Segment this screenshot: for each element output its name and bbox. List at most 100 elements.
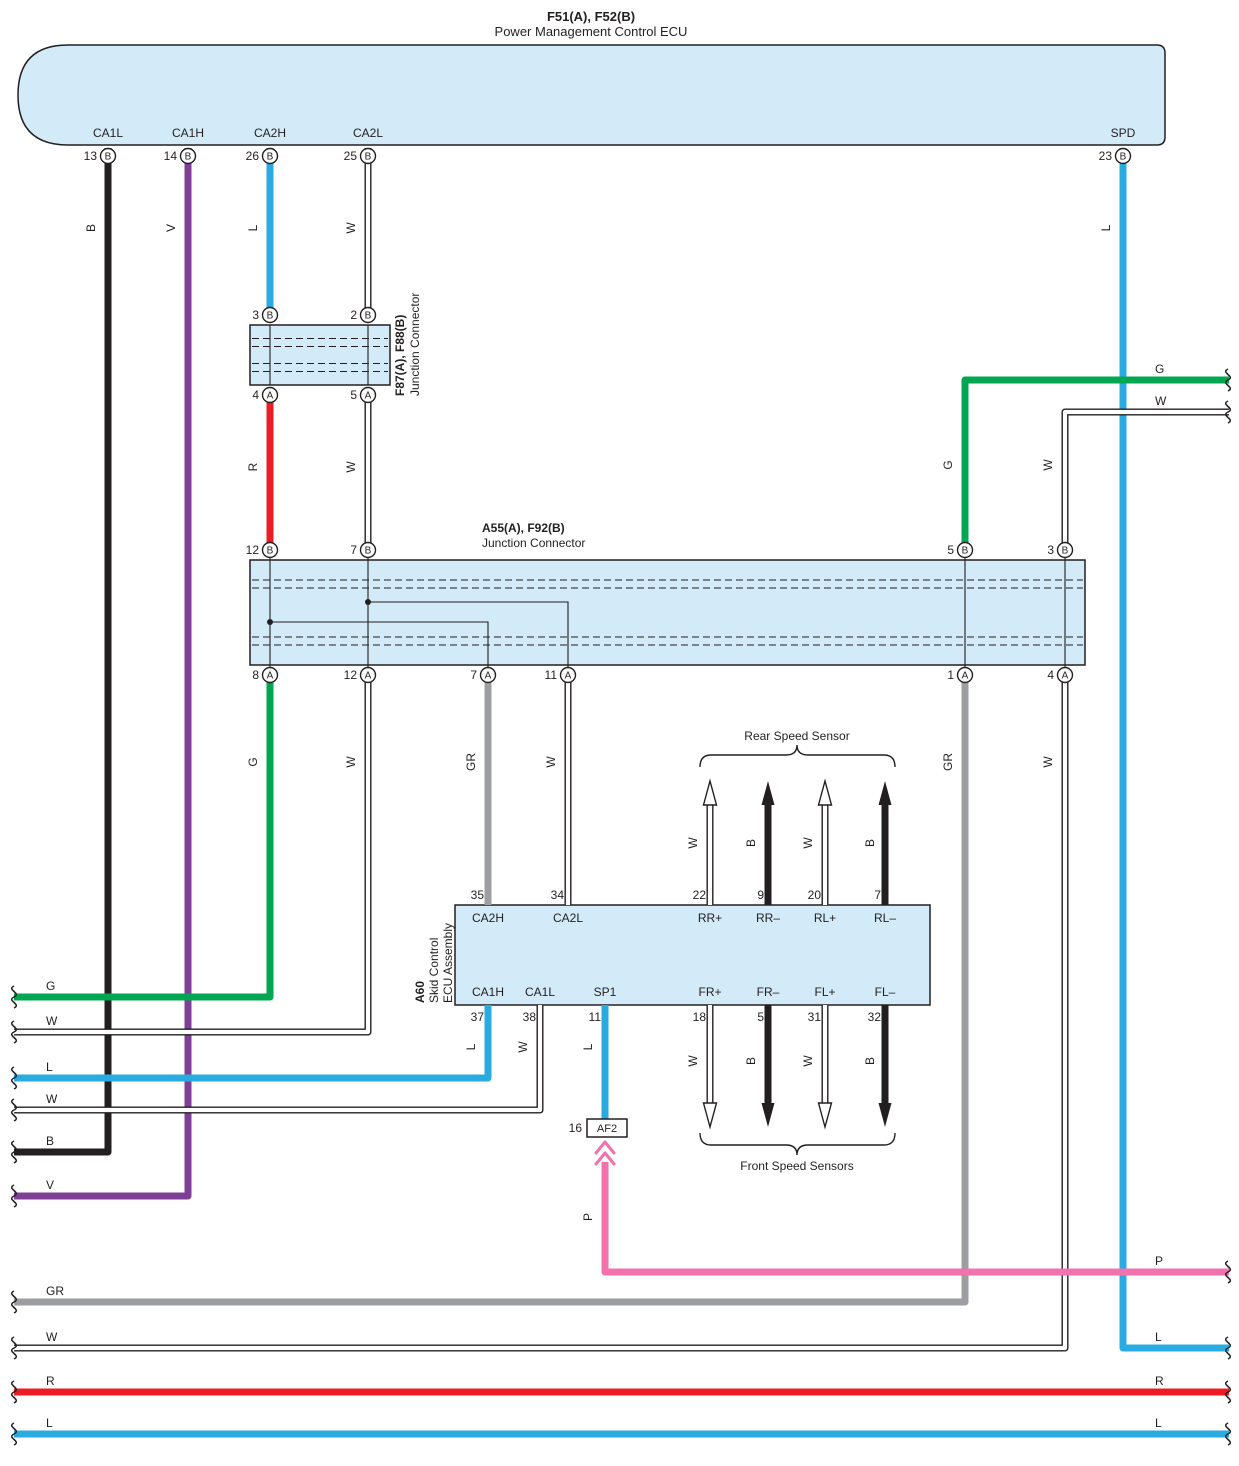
pin-circle-jc-small-4a xyxy=(261,386,279,404)
jc-small-label: F87(A), F88(B) Junction Connector xyxy=(393,293,422,396)
edge-wire-label: L xyxy=(1155,1330,1162,1344)
pin-circle-jc-large-11a xyxy=(559,666,577,684)
pin-label: CA2H xyxy=(254,126,286,140)
wire-color-label: B xyxy=(863,1057,877,1065)
edge-wire-label: R xyxy=(1155,1374,1164,1388)
pin-connector-letter: A xyxy=(485,671,492,682)
wire-w-left xyxy=(14,675,371,1035)
pin-label: FL– xyxy=(875,985,896,999)
edge-wire-label: V xyxy=(46,1178,54,1192)
wire-color-label: L xyxy=(581,1043,595,1050)
wire-w-ca1l-skid xyxy=(14,1005,543,1113)
pin-connector-letter: A xyxy=(267,391,274,402)
wire-color-label: W xyxy=(544,756,558,768)
pin-connector-letter: B xyxy=(365,152,372,163)
pin-label: FR– xyxy=(757,985,780,999)
pin-number: 7 xyxy=(874,888,881,902)
front-sensor-brace xyxy=(699,1132,896,1156)
edge-wire-label: GR xyxy=(46,1284,64,1298)
pin-label: CA1L xyxy=(93,126,123,140)
jc-large-box xyxy=(249,559,1086,666)
wire-color-label: P xyxy=(581,1213,595,1221)
pin-label: CA1H xyxy=(172,126,204,140)
pin-circle-jc-large-7b xyxy=(359,541,377,559)
pin-number: 38 xyxy=(523,1010,537,1024)
pm-ecu-code: F51(A), F52(B) xyxy=(547,9,635,24)
pin-label: CA2L xyxy=(353,126,383,140)
wire-w-right-up xyxy=(1062,409,1229,550)
pin-connector-letter: A xyxy=(267,671,274,682)
pin-circle-jc-small-5a xyxy=(359,386,377,404)
wire-color-label: W xyxy=(1041,459,1055,471)
front-sensor-arrow xyxy=(761,1103,775,1127)
edge-wire-label: R xyxy=(46,1374,55,1388)
rear-speed-sensor-label: Rear Speed Sensor xyxy=(744,729,849,743)
wire-w-right-up xyxy=(1061,408,1229,550)
pin-number: 23 xyxy=(1099,149,1113,163)
edge-wire-label: W xyxy=(1155,394,1167,408)
wire-v-ca1h xyxy=(14,148,192,1200)
pm-ecu-box xyxy=(17,44,1166,146)
wire-color-label: B xyxy=(863,839,877,847)
wire-color-label: W xyxy=(1041,756,1055,768)
pin-label: RL+ xyxy=(814,911,836,925)
wire-color-label: W xyxy=(801,837,815,849)
pin-number: 5 xyxy=(350,388,357,402)
pin-number: 2 xyxy=(350,308,357,322)
pin-number: 1 xyxy=(947,668,954,682)
pin-label: CA1H xyxy=(472,985,504,999)
junction-dot xyxy=(267,619,273,625)
wire-g-left xyxy=(14,675,274,1001)
wire-color-label: W xyxy=(686,1055,700,1067)
internal-link xyxy=(368,601,569,675)
pin-number: 7 xyxy=(350,543,357,557)
pin-circle-jc-large-8a xyxy=(261,666,279,684)
pin-number: 14 xyxy=(164,149,178,163)
pin-number: 8 xyxy=(252,668,259,682)
wire-p-af2 xyxy=(601,1162,1229,1276)
shield-chevron-icon xyxy=(594,1151,616,1166)
skid-ecu-code: A60 xyxy=(413,981,427,1003)
wire-color-label: W xyxy=(344,222,358,234)
pin-number: 4 xyxy=(1047,668,1054,682)
pin-circle-jc-large-4a xyxy=(1056,666,1074,684)
pin-number: 37 xyxy=(471,1010,485,1024)
pin-number: 25 xyxy=(344,149,358,163)
pin-circle-pm-spd xyxy=(1114,147,1132,165)
pin-circle-jc-large-5b xyxy=(956,541,974,559)
internal-link xyxy=(270,621,489,675)
jc-large-name: Junction Connector xyxy=(482,536,585,550)
front-sensor-arrow xyxy=(878,1103,892,1127)
pin-circle-pm-ca2l xyxy=(359,147,377,165)
junction-dot xyxy=(365,599,371,605)
skid-ecu-name-line2: ECU Assembly xyxy=(441,923,455,1003)
skid-ecu-box xyxy=(454,904,931,1006)
pin-label: CA2H xyxy=(472,911,504,925)
wire-color-label: W xyxy=(801,1055,815,1067)
pin-connector-letter: B xyxy=(267,546,274,557)
wire-color-label: GR xyxy=(464,753,478,771)
pin-label: RR+ xyxy=(698,911,722,925)
pin-connector-letter: A xyxy=(365,391,372,402)
pin-number: 26 xyxy=(246,149,260,163)
pin-connector-letter: B xyxy=(267,152,274,163)
pin-number: 31 xyxy=(808,1010,822,1024)
pin-circle-jc-large-3b xyxy=(1056,541,1074,559)
front-sensor-arrow xyxy=(817,1102,833,1130)
wire-color-label: W xyxy=(344,756,358,768)
rear-sensor-arrow xyxy=(878,781,892,805)
pin-label: SP1 xyxy=(594,985,617,999)
pin-circle-pm-ca2h xyxy=(261,147,279,165)
pin-label: FL+ xyxy=(814,985,835,999)
pin-number: 7 xyxy=(470,668,477,682)
pin-circle-pm-ca1h xyxy=(179,147,197,165)
edge-wire-label: G xyxy=(1155,362,1164,376)
wire-g-right-up xyxy=(961,376,1229,550)
pin-connector-letter: B xyxy=(1120,152,1127,163)
jc-small-name: Junction Connector xyxy=(408,293,422,396)
wire-color-label: W xyxy=(344,461,358,473)
wire-color-label: L xyxy=(1099,224,1113,231)
pin-label: RL– xyxy=(874,911,896,925)
edge-wire-label: W xyxy=(46,1092,58,1106)
